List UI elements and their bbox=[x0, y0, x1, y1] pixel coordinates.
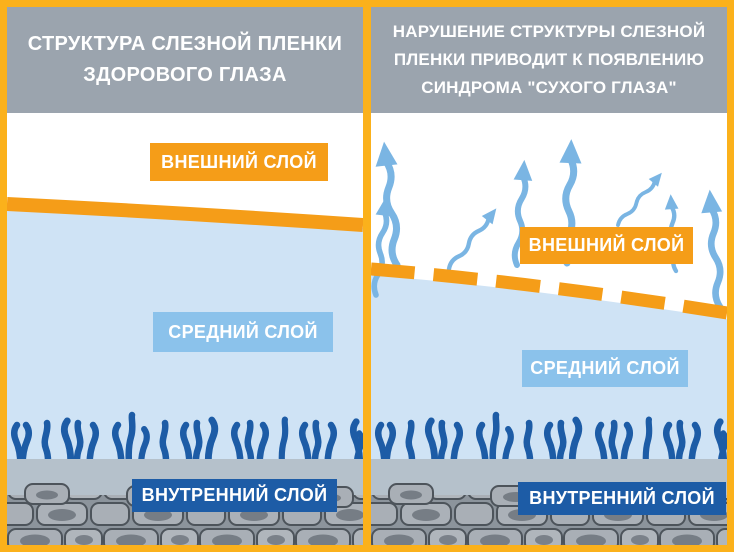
title-line: НАРУШЕНИЕ СТРУКТУРЫ СЛЕЗНОЙ bbox=[392, 22, 706, 41]
healthy-panel-title: СТРУКТУРА СЛЕЗНОЙ ПЛЕНКИ ЗДОРОВОГО ГЛАЗА bbox=[7, 7, 363, 113]
title-line: СИНДРОМА "СУХОГО ГЛАЗА" bbox=[421, 78, 677, 97]
inner-layer-badge: ВНУТРЕННИЙ СЛОЙ bbox=[132, 479, 337, 512]
title-line: ЗДОРОВОГО ГЛАЗА bbox=[83, 64, 287, 86]
inner-layer-badge: ВНУТРЕННИЙ СЛОЙ bbox=[518, 482, 726, 515]
lipid-layer-line bbox=[7, 197, 363, 232]
outer-layer-badge: ВНЕШНИЙ СЛОЙ bbox=[520, 227, 693, 264]
healthy-eye-panel: СТРУКТУРА СЛЕЗНОЙ ПЛЕНКИ ЗДОРОВОГО ГЛАЗА… bbox=[7, 7, 363, 545]
outer-layer-badge: ВНЕШНИЙ СЛОЙ bbox=[150, 143, 328, 181]
panel-divider bbox=[363, 7, 371, 545]
middle-layer-badge: СРЕДНИЙ СЛОЙ bbox=[522, 350, 688, 387]
title-line: СТРУКТУРА СЛЕЗНОЙ ПЛЕНКИ bbox=[27, 33, 343, 55]
middle-layer-badge: СРЕДНИЙ СЛОЙ bbox=[153, 312, 333, 352]
dry-eye-panel-title: НАРУШЕНИЕ СТРУКТУРЫ СЛЕЗНОЙ ПЛЕНКИ ПРИВО… bbox=[371, 7, 727, 113]
title-line: ПЛЕНКИ ПРИВОДИТ К ПОЯВЛЕНИЮ bbox=[393, 50, 705, 69]
dry-eye-panel: НАРУШЕНИЕ СТРУКТУРЫ СЛЕЗНОЙ ПЛЕНКИ ПРИВО… bbox=[371, 7, 727, 545]
